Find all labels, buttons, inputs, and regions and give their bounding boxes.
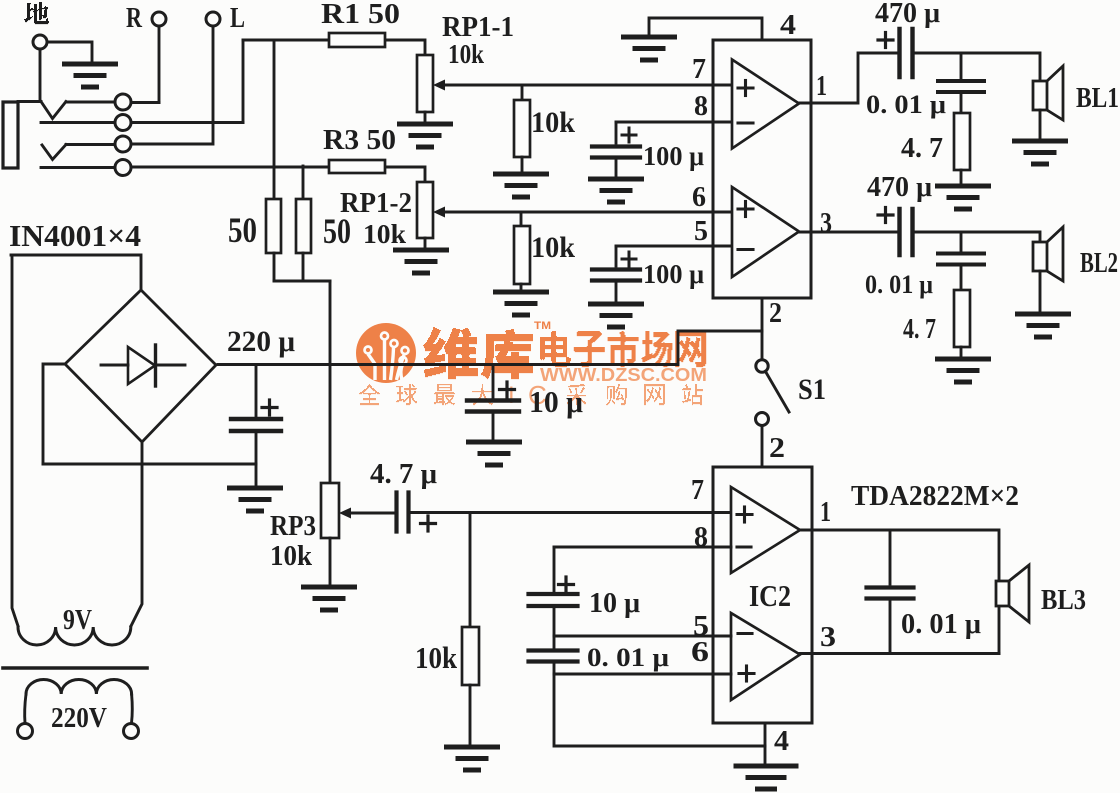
svg-text:RP1-1: RP1-1 [442, 11, 514, 43]
svg-text:8: 8 [694, 521, 708, 553]
svg-text:TDA2822M×2: TDA2822M×2 [851, 481, 1019, 512]
svg-text:50: 50 [228, 210, 257, 250]
svg-text:0. 01 μ: 0. 01 μ [865, 270, 933, 299]
svg-text:470 μ: 470 μ [867, 172, 932, 203]
svg-text:BL3: BL3 [1041, 585, 1086, 616]
svg-text:10 μ: 10 μ [529, 384, 583, 419]
svg-text:100 μ: 100 μ [643, 259, 704, 289]
svg-text:220V: 220V [51, 703, 107, 734]
svg-text:1: 1 [820, 496, 831, 528]
svg-text:0. 01 μ: 0. 01 μ [866, 90, 946, 119]
svg-text:I: I [508, 382, 515, 409]
svg-text:IN4001×4: IN4001×4 [9, 218, 141, 253]
svg-text:WWW.DZSC.COM: WWW.DZSC.COM [540, 364, 707, 385]
svg-text:5: 5 [694, 215, 708, 247]
svg-text:10 μ: 10 μ [589, 588, 640, 619]
svg-text:470 μ: 470 μ [875, 0, 941, 29]
svg-text:10k: 10k [531, 231, 575, 264]
svg-text:3: 3 [820, 207, 832, 239]
svg-text:2: 2 [769, 297, 782, 329]
svg-text:0. 01 μ: 0. 01 μ [587, 643, 669, 672]
svg-text:3: 3 [820, 621, 836, 653]
svg-text:IC2: IC2 [749, 578, 791, 613]
svg-text:50: 50 [323, 211, 351, 251]
svg-text:2: 2 [769, 432, 785, 464]
svg-text:R: R [126, 2, 143, 34]
svg-text:5: 5 [693, 610, 709, 642]
svg-text:4. 7: 4. 7 [903, 313, 936, 345]
svg-text:BL2: BL2 [1080, 248, 1118, 279]
svg-text:9V: 9V [63, 604, 92, 636]
svg-text:4. 7 μ: 4. 7 μ [370, 458, 438, 490]
svg-text:TM: TM [534, 320, 551, 332]
svg-text:R3 50: R3 50 [323, 124, 396, 156]
svg-text:4: 4 [774, 725, 789, 757]
svg-text:4: 4 [780, 9, 796, 41]
svg-text:10k: 10k [415, 640, 458, 675]
svg-text:10k: 10k [270, 540, 313, 572]
svg-text:L: L [230, 2, 245, 34]
svg-text:10k: 10k [448, 39, 484, 69]
svg-text:0. 01 μ: 0. 01 μ [901, 609, 981, 640]
svg-text:S1: S1 [798, 373, 826, 406]
svg-text:BL1: BL1 [1076, 83, 1119, 114]
svg-text:6: 6 [691, 636, 709, 668]
svg-text:RP3: RP3 [270, 510, 316, 542]
svg-text:100 μ: 100 μ [643, 141, 704, 171]
svg-text:4. 7: 4. 7 [901, 132, 943, 164]
svg-text:RP1-2: RP1-2 [340, 187, 412, 219]
svg-text:R1 50: R1 50 [321, 0, 400, 30]
svg-text:7: 7 [691, 474, 704, 506]
svg-text:6: 6 [692, 181, 706, 213]
svg-text:C: C [528, 380, 547, 410]
svg-text:10k: 10k [531, 106, 575, 139]
svg-text:1: 1 [816, 70, 827, 102]
svg-text:8: 8 [694, 90, 708, 122]
svg-text:7: 7 [692, 53, 706, 85]
svg-text:10k: 10k [363, 219, 406, 249]
svg-text:220 μ: 220 μ [227, 325, 295, 358]
